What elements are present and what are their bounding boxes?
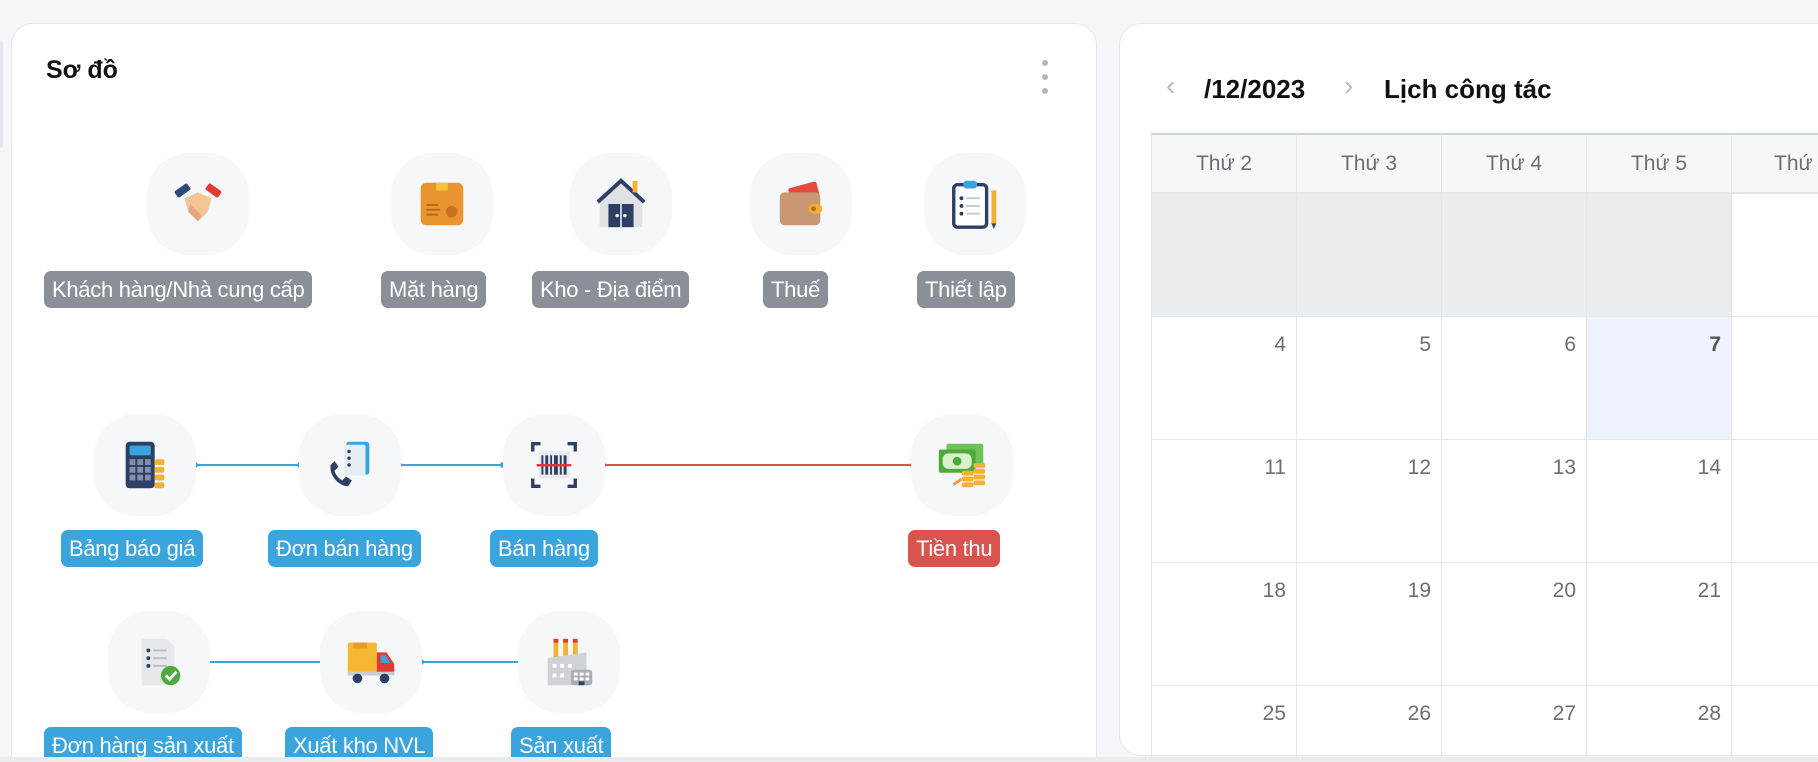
- calendar-day-cell[interactable]: [1731, 562, 1818, 686]
- connector-line: [396, 462, 506, 468]
- label-production-order[interactable]: Đơn hàng sản xuất: [44, 727, 242, 762]
- label-sales-order[interactable]: Đơn bán hàng: [268, 530, 421, 567]
- weekday-header: Thứ: [1731, 133, 1818, 193]
- calendar-day-cell[interactable]: 27: [1441, 685, 1587, 762]
- calendar-day-cell[interactable]: 25: [1151, 685, 1297, 762]
- factory-icon[interactable]: [518, 611, 620, 713]
- calendar-day-cell[interactable]: [1731, 316, 1818, 440]
- weekday-header: Thứ 2: [1151, 133, 1297, 193]
- label-quotation[interactable]: Bảng báo giá: [61, 530, 204, 567]
- barcode-scan-icon[interactable]: [503, 414, 605, 516]
- calendar-day-cell[interactable]: 21: [1586, 562, 1732, 686]
- calendar-week-row: 11 12 13 14: [1151, 439, 1818, 563]
- chevron-left-icon[interactable]: ‹: [1166, 70, 1176, 101]
- collapsed-sidebar-edge: [0, 40, 3, 148]
- calendar-day-cell[interactable]: 11: [1151, 439, 1297, 563]
- horizontal-scrollbar-track[interactable]: [0, 757, 1818, 762]
- label-production[interactable]: Sản xuất: [511, 727, 612, 762]
- connector-line: [418, 659, 526, 665]
- calendar-day-cell[interactable]: 14: [1586, 439, 1732, 563]
- calendar-day-cell[interactable]: [1731, 439, 1818, 563]
- label-sales[interactable]: Bán hàng: [490, 530, 598, 567]
- connector-line: [204, 659, 326, 665]
- calculator-coins-icon[interactable]: [94, 414, 196, 516]
- handshake-icon[interactable]: [147, 153, 249, 255]
- money-coins-icon[interactable]: [911, 414, 1013, 516]
- calendar-week-row: [1151, 193, 1818, 317]
- calendar-day-cell[interactable]: 5: [1296, 316, 1442, 440]
- connector-line: [600, 462, 916, 468]
- calendar-day-cell[interactable]: 13: [1441, 439, 1587, 563]
- wallet-icon[interactable]: [750, 153, 852, 255]
- calendar-month-label: /12/2023: [1204, 74, 1306, 104]
- calendar-day-cell[interactable]: [1586, 193, 1732, 317]
- calendar-day-cell[interactable]: [1441, 193, 1587, 317]
- clipboard-checklist-icon[interactable]: [924, 153, 1026, 255]
- label-warehouse-location[interactable]: Kho - Địa điểm: [532, 271, 690, 308]
- calendar-day-cell[interactable]: [1296, 193, 1442, 317]
- label-receipts[interactable]: Tiền thu: [908, 530, 1001, 567]
- kebab-vertical-icon[interactable]: [1038, 60, 1052, 94]
- calendar-day-cell[interactable]: 4: [1151, 316, 1297, 440]
- calendar-day-cell[interactable]: [1731, 193, 1818, 317]
- weekday-header: Thứ 3: [1296, 133, 1442, 193]
- weekday-header: Thứ 5: [1586, 133, 1732, 193]
- calendar-day-cell[interactable]: 20: [1441, 562, 1587, 686]
- document-approved-icon[interactable]: [108, 611, 210, 713]
- label-tax[interactable]: Thuế: [763, 271, 828, 308]
- calendar-title: Lịch công tác: [1384, 74, 1552, 104]
- calendar-day-cell[interactable]: 19: [1296, 562, 1442, 686]
- calendar-day-cell[interactable]: 28: [1586, 685, 1732, 762]
- label-customers-suppliers[interactable]: Khách hàng/Nhà cung cấp: [44, 271, 313, 308]
- calendar-day-cell[interactable]: 26: [1296, 685, 1442, 762]
- calendar-day-cell-today[interactable]: 7: [1586, 316, 1732, 440]
- calendar-week-row: 18 19 20 21: [1151, 562, 1818, 686]
- chevron-right-icon[interactable]: ›: [1344, 70, 1354, 101]
- calendar-day-cell[interactable]: [1731, 685, 1818, 762]
- connector-line: [192, 462, 303, 468]
- panel-title: Sơ đồ: [46, 56, 118, 84]
- calendar-day-cell[interactable]: 6: [1441, 316, 1587, 440]
- calendar-grid: Thứ 2 Thứ 3 Thứ 4 Thứ 5 Thứ 4 5 6 7: [1151, 133, 1818, 762]
- calendar-panel: ‹ /12/2023 › Lịch công tác Thứ 2 Thứ 3 T…: [1119, 23, 1818, 762]
- calendar-day-cell[interactable]: [1151, 193, 1297, 317]
- phone-order-icon[interactable]: [299, 414, 401, 516]
- label-settings[interactable]: Thiết lập: [917, 271, 1015, 308]
- weekday-header-row: Thứ 2 Thứ 3 Thứ 4 Thứ 5 Thứ: [1151, 133, 1818, 193]
- weekday-header: Thứ 4: [1441, 133, 1587, 193]
- warehouse-icon[interactable]: [570, 153, 672, 255]
- calendar-week-row: 4 5 6 7: [1151, 316, 1818, 440]
- diagram-panel: Sơ đồ Khách hàng/Nhà cung cấp Mặt hàng K…: [11, 23, 1097, 762]
- label-items[interactable]: Mặt hàng: [381, 271, 487, 308]
- package-box-icon[interactable]: [391, 153, 493, 255]
- calendar-day-cell[interactable]: 18: [1151, 562, 1297, 686]
- label-material-issue[interactable]: Xuất kho NVL: [285, 727, 434, 762]
- calendar-day-cell[interactable]: 12: [1296, 439, 1442, 563]
- delivery-truck-icon[interactable]: [320, 611, 422, 713]
- calendar-week-row: 25 26 27 28: [1151, 685, 1818, 762]
